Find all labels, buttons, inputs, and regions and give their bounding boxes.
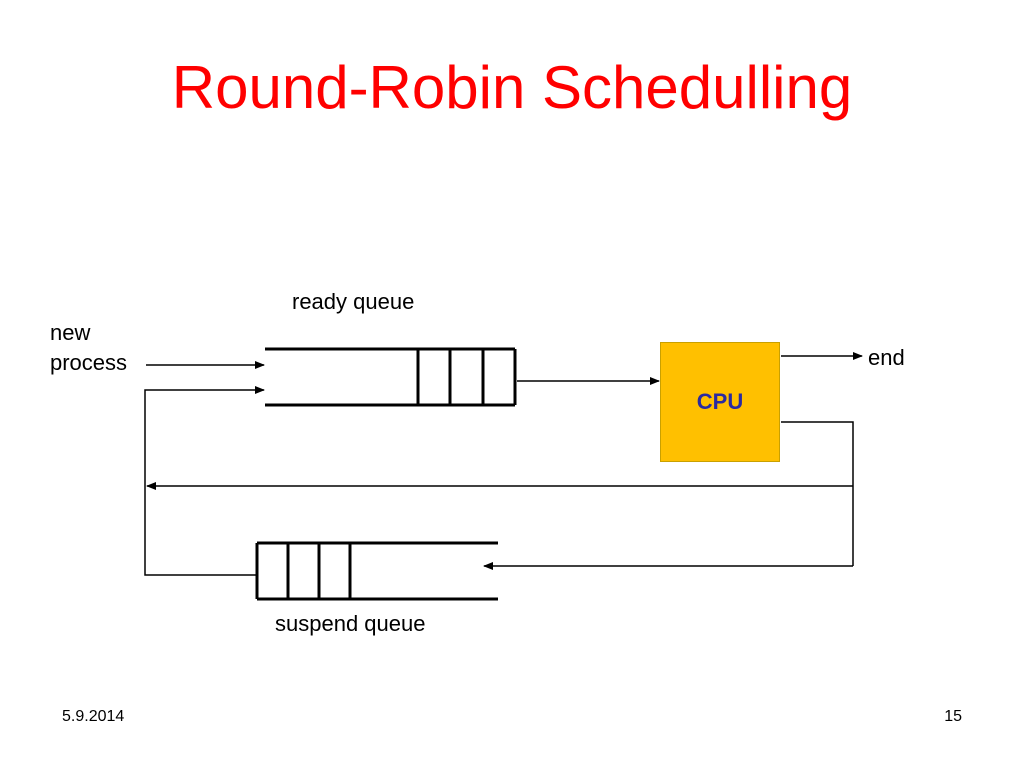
cpu-label: CPU [696, 389, 744, 414]
suspend-queue-label: suspend queue [275, 611, 426, 636]
end-label: end [868, 345, 905, 370]
cpu-preempt-path [781, 421, 854, 566]
slide-title: Round-Robin Schedulling [171, 54, 853, 121]
slide-date: 5.9.2014 [62, 708, 125, 725]
ready-queue-label: ready queue [292, 289, 415, 314]
ready-queue [265, 347, 517, 407]
cpu-box: CPU [660, 342, 780, 462]
new-process-label-line1: new [50, 320, 91, 345]
return-to-ready-arrow [144, 386, 265, 576]
slide-number: 15 [944, 708, 962, 725]
suspend-queue [255, 541, 498, 601]
new-process-label-line2: process [50, 350, 128, 375]
